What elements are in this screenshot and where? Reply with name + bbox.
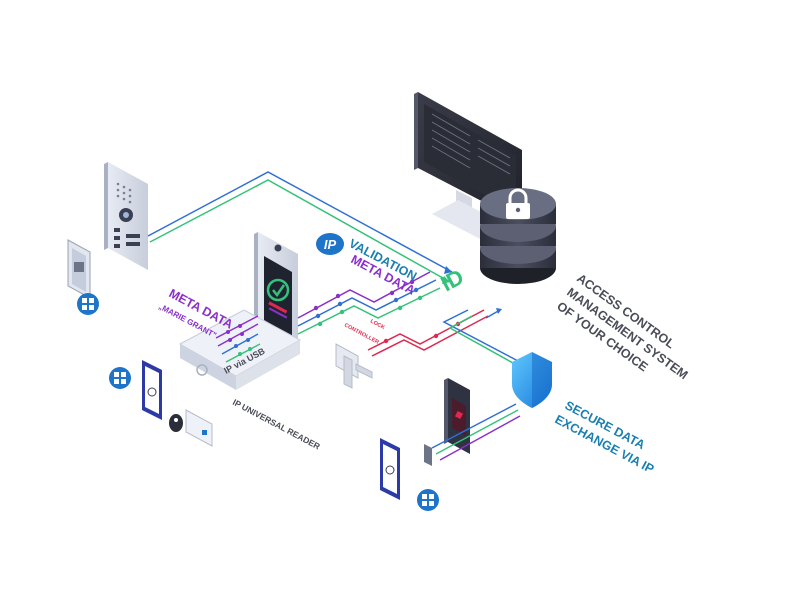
- secondary-reader: [444, 378, 470, 454]
- secondary-reader-lines: [431, 403, 521, 461]
- lock-label-1: LOCK: [369, 318, 386, 331]
- id-to-shield-lines: [442, 308, 523, 369]
- keypad-icon: [114, 228, 140, 248]
- ip-badge-label: IP: [324, 237, 337, 252]
- shield-icon: [512, 352, 552, 408]
- lock-icon: [506, 188, 530, 219]
- database-icon: [480, 188, 556, 284]
- lock-controller: [335, 343, 373, 389]
- connection-lines: [147, 171, 453, 284]
- id-label: ID: [437, 264, 468, 296]
- acms-label: ACCESS CONTROL MANAGEMENT SYSTEM OF YOUR…: [554, 271, 690, 382]
- monitor: [414, 92, 522, 242]
- key-fob-small: [424, 444, 432, 466]
- smartphone-icon: [380, 438, 400, 500]
- ip-universal-reader-label: IP UNIVERSAL READER: [231, 397, 322, 452]
- app-grid-icon: [77, 293, 99, 315]
- smartphone-icon: [142, 360, 162, 420]
- secure-exchange-label: SECURE DATA EXCHANGE VIA IP: [553, 398, 657, 476]
- reader-base: [178, 309, 302, 390]
- door-intercom: [104, 162, 148, 270]
- app-grid-icon: [417, 489, 439, 511]
- checkmark-icon: [266, 278, 290, 302]
- ip-badge: IP: [316, 233, 344, 255]
- app-grid-icon: [109, 367, 131, 389]
- key-fob-icon: [169, 414, 183, 432]
- smartphone-left: [67, 239, 91, 299]
- reader-to-id-lines: [297, 271, 441, 335]
- reader-data-lines: [215, 315, 261, 363]
- card-icon: [185, 409, 213, 447]
- acms-line-2: MANAGEMENT SYSTEM: [564, 285, 690, 382]
